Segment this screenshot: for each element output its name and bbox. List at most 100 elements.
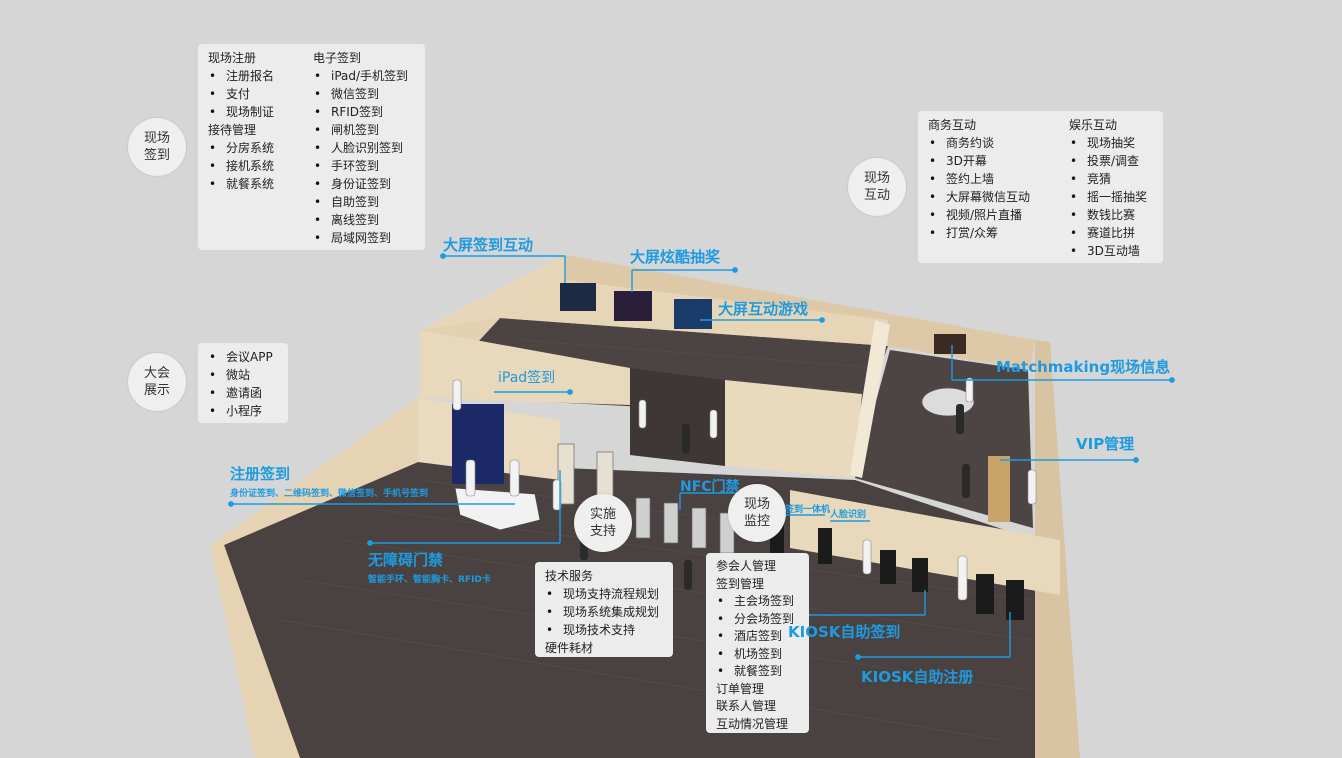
label-kiosk-checkin: KIOSK自助签到 <box>788 623 901 641</box>
front-right-wall <box>790 490 1060 595</box>
panel-implementation-support: 技术服务 现场支持流程规划 现场系统集成规划 现场技术支持 硬件耗材 <box>535 562 673 657</box>
list-item: 人脸识别签到 <box>314 139 408 157</box>
list-item: RFID签到 <box>314 103 408 121</box>
section-heading: 电子签到 <box>313 51 362 65</box>
section-heading: 订单管理 <box>716 681 765 696</box>
circle-line: 监控 <box>743 514 770 529</box>
list-item: 分会场签到 <box>717 611 799 629</box>
gate-screen-1 <box>557 443 575 505</box>
screen-game <box>674 299 712 329</box>
section-heading: 互动情况管理 <box>716 716 789 731</box>
circle-line: 实施 <box>589 507 616 522</box>
list-item: 就餐签到 <box>717 663 799 681</box>
registration-desk <box>454 487 541 531</box>
list-item: 现场技术支持 <box>546 621 663 639</box>
screen-lottery <box>614 291 652 321</box>
partition-opening <box>630 368 725 466</box>
list-item: 现场抽奖 <box>1070 134 1147 152</box>
circle-line: 现场 <box>743 497 770 512</box>
list-item: 局域网签到 <box>314 229 408 247</box>
label-vip: VIP管理 <box>1076 435 1135 453</box>
list-item: 数钱比赛 <box>1070 206 1147 224</box>
list-item: 现场制证 <box>209 103 274 121</box>
list-item: 小程序 <box>209 402 278 420</box>
circle-line: 现场 <box>143 131 170 146</box>
label-big-screen-lottery: 大屏炫酷抽奖 <box>630 248 721 266</box>
list-item: 视频/照片直播 <box>929 206 1030 224</box>
list-item: 离线签到 <box>314 211 408 229</box>
bullet-list: 现场抽奖 投票/调查 竞猜 摇一摇抽奖 数钱比赛 赛道比拼 3D互动墙 <box>1069 134 1147 260</box>
circle-conference-display: 大会展示 <box>128 353 186 411</box>
section-heading: 技术服务 <box>545 569 594 583</box>
circle-onsite-checkin: 现场签到 <box>128 118 186 176</box>
list-item: 微信签到 <box>314 85 408 103</box>
list-item: 赛道比拼 <box>1070 224 1147 242</box>
list-item: 身份证签到 <box>314 175 408 193</box>
label-face-recognition: 人脸识别 <box>830 510 867 520</box>
list-item: 商务约谈 <box>929 134 1030 152</box>
list-item: 闸机签到 <box>314 121 408 139</box>
room-side-wall <box>850 320 890 478</box>
section-heading: 现场注册 <box>208 51 257 65</box>
label-ipad-checkin: iPad签到 <box>498 370 556 386</box>
label-nfc-gate: NFC门禁 <box>680 479 740 495</box>
mannequins <box>452 377 1037 601</box>
section-heading: 商务互动 <box>928 118 977 132</box>
bullet-list: 分房系统 接机系统 就餐系统 <box>208 139 274 193</box>
screen-matchmaking <box>934 334 966 354</box>
list-item: 微站 <box>209 366 278 384</box>
vip-door <box>988 456 1010 522</box>
list-item: 3D开幕 <box>929 152 1030 170</box>
section-heading: 参会人管理 <box>716 559 777 573</box>
circle-line: 现场 <box>863 171 890 186</box>
list-item: 3D互动墙 <box>1070 242 1147 260</box>
list-item: 打赏/众筹 <box>929 224 1030 242</box>
list-item: 现场系统集成规划 <box>546 603 663 621</box>
list-item: 就餐系统 <box>209 175 274 193</box>
panel-onsite-interaction: 商务互动 商务约谈 3D开幕 签约上墙 大屏幕微信互动 视频/照片直播 打赏/众… <box>918 111 1163 263</box>
list-item: 会议APP <box>209 348 278 366</box>
bullet-list: iPad/手机签到 微信签到 RFID签到 闸机签到 人脸识别签到 手环签到 身… <box>313 67 408 247</box>
circle-onsite-interaction: 现场互动 <box>848 158 906 216</box>
list-item: 手环签到 <box>314 157 408 175</box>
label-all-in-one: 签到一体机 <box>785 505 831 515</box>
front-left-wall <box>210 398 418 758</box>
section-heading: 硬件耗材 <box>545 641 594 655</box>
list-item: 邀请函 <box>209 384 278 402</box>
list-item: 投票/调查 <box>1070 152 1147 170</box>
list-item: 主会场签到 <box>717 593 799 611</box>
label-register-checkin-sub: 身份证签到、二维码签到、微信签到、手机号签到 <box>230 489 429 499</box>
section-heading: 联系人管理 <box>716 699 777 713</box>
checkin-col-2: 电子签到 iPad/手机签到 微信签到 RFID签到 闸机签到 人脸识别签到 手… <box>313 49 408 247</box>
back-wall <box>420 255 565 330</box>
section-heading: 娱乐互动 <box>1069 118 1118 132</box>
panel-conference-display: 会议APP 微站 邀请函 小程序 <box>198 343 288 423</box>
back-wall-face <box>565 255 1035 370</box>
label-kiosk-register: KIOSK自助注册 <box>861 668 974 686</box>
screen-checkin <box>560 283 596 311</box>
label-barrier-free-gate-sub: 智能手环、智能胸卡、RFID卡 <box>368 575 491 585</box>
list-item: iPad/手机签到 <box>314 67 408 85</box>
panel-onsite-monitoring: 参会人管理 签到管理 主会场签到 分会场签到 酒店签到 机场签到 就餐签到 订单… <box>706 553 809 733</box>
panel-onsite-checkin: 现场注册 注册报名 支付 现场制证 接待管理 分房系统 接机系统 就餐系统 电子… <box>198 44 425 250</box>
list-item: 接机系统 <box>209 157 274 175</box>
list-item: 注册报名 <box>209 67 274 85</box>
partition-wall <box>420 330 630 405</box>
list-item: 自助签到 <box>314 193 408 211</box>
label-big-screen-game: 大屏互动游戏 <box>718 300 809 318</box>
circle-line: 互动 <box>863 188 890 203</box>
registration-backdrop <box>452 404 504 484</box>
label-matchmaking: Matchmaking现场信息 <box>996 358 1171 376</box>
partition-wall-2 <box>725 380 862 478</box>
list-item: 摇一摇抽奖 <box>1070 188 1147 206</box>
circle-line: 签到 <box>143 148 170 163</box>
interaction-col-2: 娱乐互动 现场抽奖 投票/调查 竞猜 摇一摇抽奖 数钱比赛 赛道比拼 3D互动墙 <box>1069 116 1147 260</box>
circle-line: 展示 <box>143 383 170 398</box>
label-register-checkin: 注册签到 <box>230 465 291 483</box>
section-heading: 签到管理 <box>716 576 765 591</box>
label-barrier-free-gate: 无障碍门禁 <box>368 551 444 569</box>
leader-lines <box>228 253 1175 660</box>
list-item: 竞猜 <box>1070 170 1147 188</box>
list-item: 大屏幕微信互动 <box>929 188 1030 206</box>
